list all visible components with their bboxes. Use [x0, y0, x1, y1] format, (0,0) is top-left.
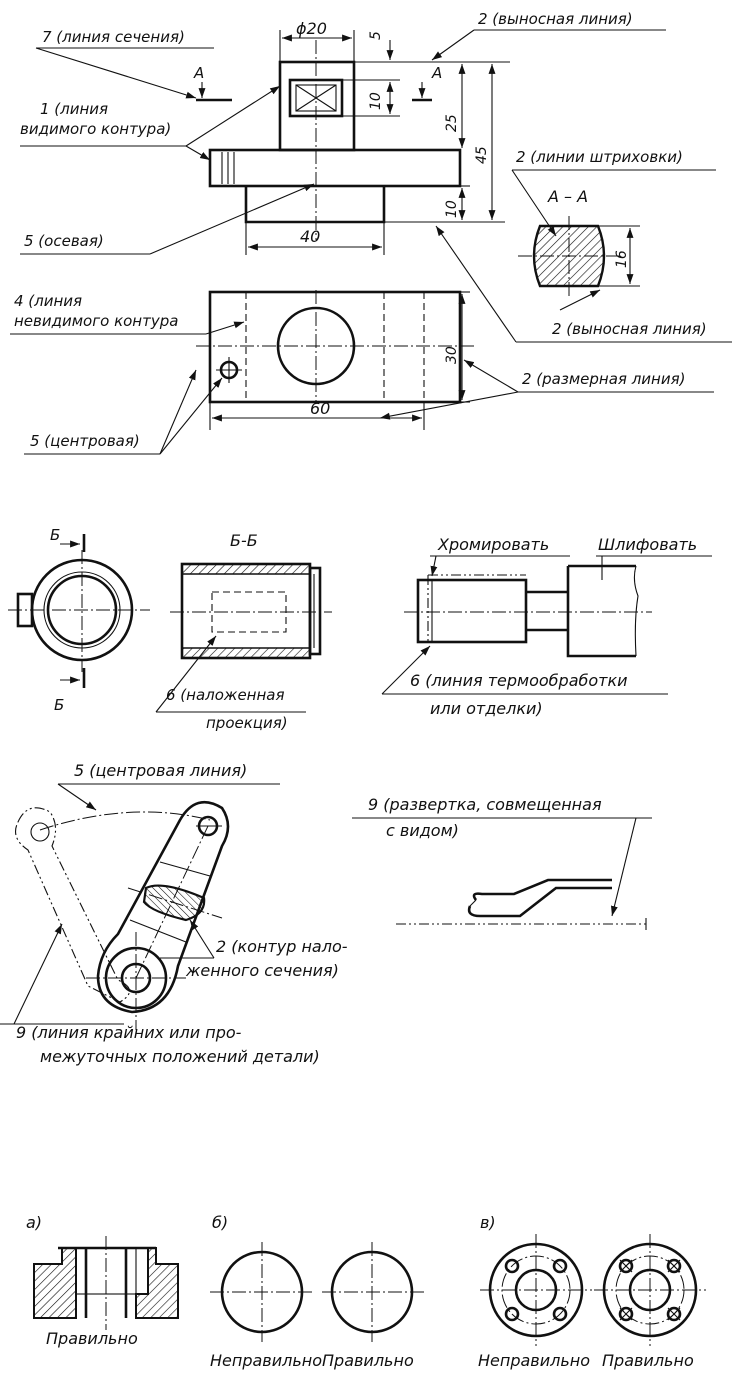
- mark-a-right: А: [431, 64, 442, 82]
- top-annotations: 7 (линия сечения) 2 (выносная линия) 1 (…: [20, 10, 666, 255]
- lever-view: 5 (центровая линия) 2 (контур нало- женн…: [0, 761, 652, 1066]
- top-view: 30 60 4 (линия невидимого контура 5 (цен…: [10, 290, 714, 455]
- label-overlaid-section-1: 2 (контур нало-: [216, 937, 348, 956]
- mark-b-top: Б: [50, 526, 60, 544]
- label-extreme-positions-2: межуточных положений детали): [40, 1047, 320, 1066]
- label-extreme-positions-1: 9 (линия крайних или про-: [16, 1023, 242, 1042]
- wrong-b: Неправильно: [210, 1351, 322, 1370]
- label-overlaid-projection-1: 6 (наложенная: [166, 686, 285, 704]
- label-development-2: с видом): [386, 821, 459, 840]
- dim-5: 5: [368, 31, 384, 40]
- dim-30: 30: [444, 346, 460, 364]
- label-axial: 5 (осевая): [24, 232, 104, 250]
- dim-25: 25: [444, 114, 460, 132]
- fig-v-label: в): [480, 1213, 496, 1232]
- label-heat-treatment-2: или отделки): [430, 699, 543, 718]
- wrong-v: Неправильно: [478, 1351, 590, 1370]
- label-visible-contour-2: видимого контура): [20, 120, 171, 138]
- label-extension-line-top: 2 (выносная линия): [478, 10, 633, 28]
- label-hidden-contour-1: 4 (линия: [14, 292, 82, 310]
- bottom-figures: а) б) в) Правильно Неправильно Правильно: [26, 1213, 706, 1370]
- dim-60: 60: [310, 399, 330, 418]
- dim-45: 45: [474, 146, 490, 164]
- label-section-line: 7 (линия сечения): [42, 28, 185, 46]
- label-chrome: Хромировать: [437, 535, 549, 554]
- label-hatch-lines: 2 (линии штриховки): [516, 148, 683, 166]
- label-heat-treatment-1: 6 (линия термообработки: [410, 671, 628, 690]
- mark-b-bottom: Б: [54, 696, 64, 714]
- label-visible-contour-1: 1 (линия: [40, 100, 108, 118]
- label-grind: Шлифовать: [598, 535, 697, 554]
- fig-b-label: б): [212, 1213, 228, 1232]
- b-views: Б Б Б-Б 6 (наложенная проекция) Хромиров…: [8, 526, 712, 732]
- section-aa: А – А 2 (линии штриховки) 16 2 (выносная…: [435, 148, 732, 343]
- dim-40: 40: [300, 227, 320, 246]
- label-overlaid-section-2: женного сечения): [185, 961, 339, 980]
- fig-a-label: а): [26, 1213, 42, 1232]
- label-center-line: 5 (центровая): [30, 432, 140, 450]
- correct-v: Правильно: [602, 1351, 694, 1370]
- label-dimension-line: 2 (размерная линия): [522, 370, 685, 388]
- dim-16: 16: [614, 250, 630, 268]
- front-view: А А ϕ20 5 10 25 45 10 40: [193, 19, 510, 255]
- dim-10a: 10: [368, 92, 384, 110]
- label-overlaid-projection-2: проекция): [206, 714, 288, 732]
- label-section-aa: А – А: [547, 187, 588, 206]
- mark-a-left: А: [193, 64, 204, 82]
- label-centroid-line: 5 (центровая линия): [74, 761, 247, 780]
- label-development-1: 9 (развертка, совмещенная: [368, 795, 602, 814]
- dim-phi20: ϕ20: [296, 19, 327, 38]
- correct-b: Правильно: [322, 1351, 414, 1370]
- dim-10b: 10: [444, 200, 460, 218]
- correct-a: Правильно: [46, 1329, 138, 1348]
- label-extension-line-right: 2 (выносная линия): [552, 320, 707, 338]
- label-section-bb: Б-Б: [230, 531, 258, 550]
- label-hidden-contour-2: невидимого контура: [14, 312, 178, 330]
